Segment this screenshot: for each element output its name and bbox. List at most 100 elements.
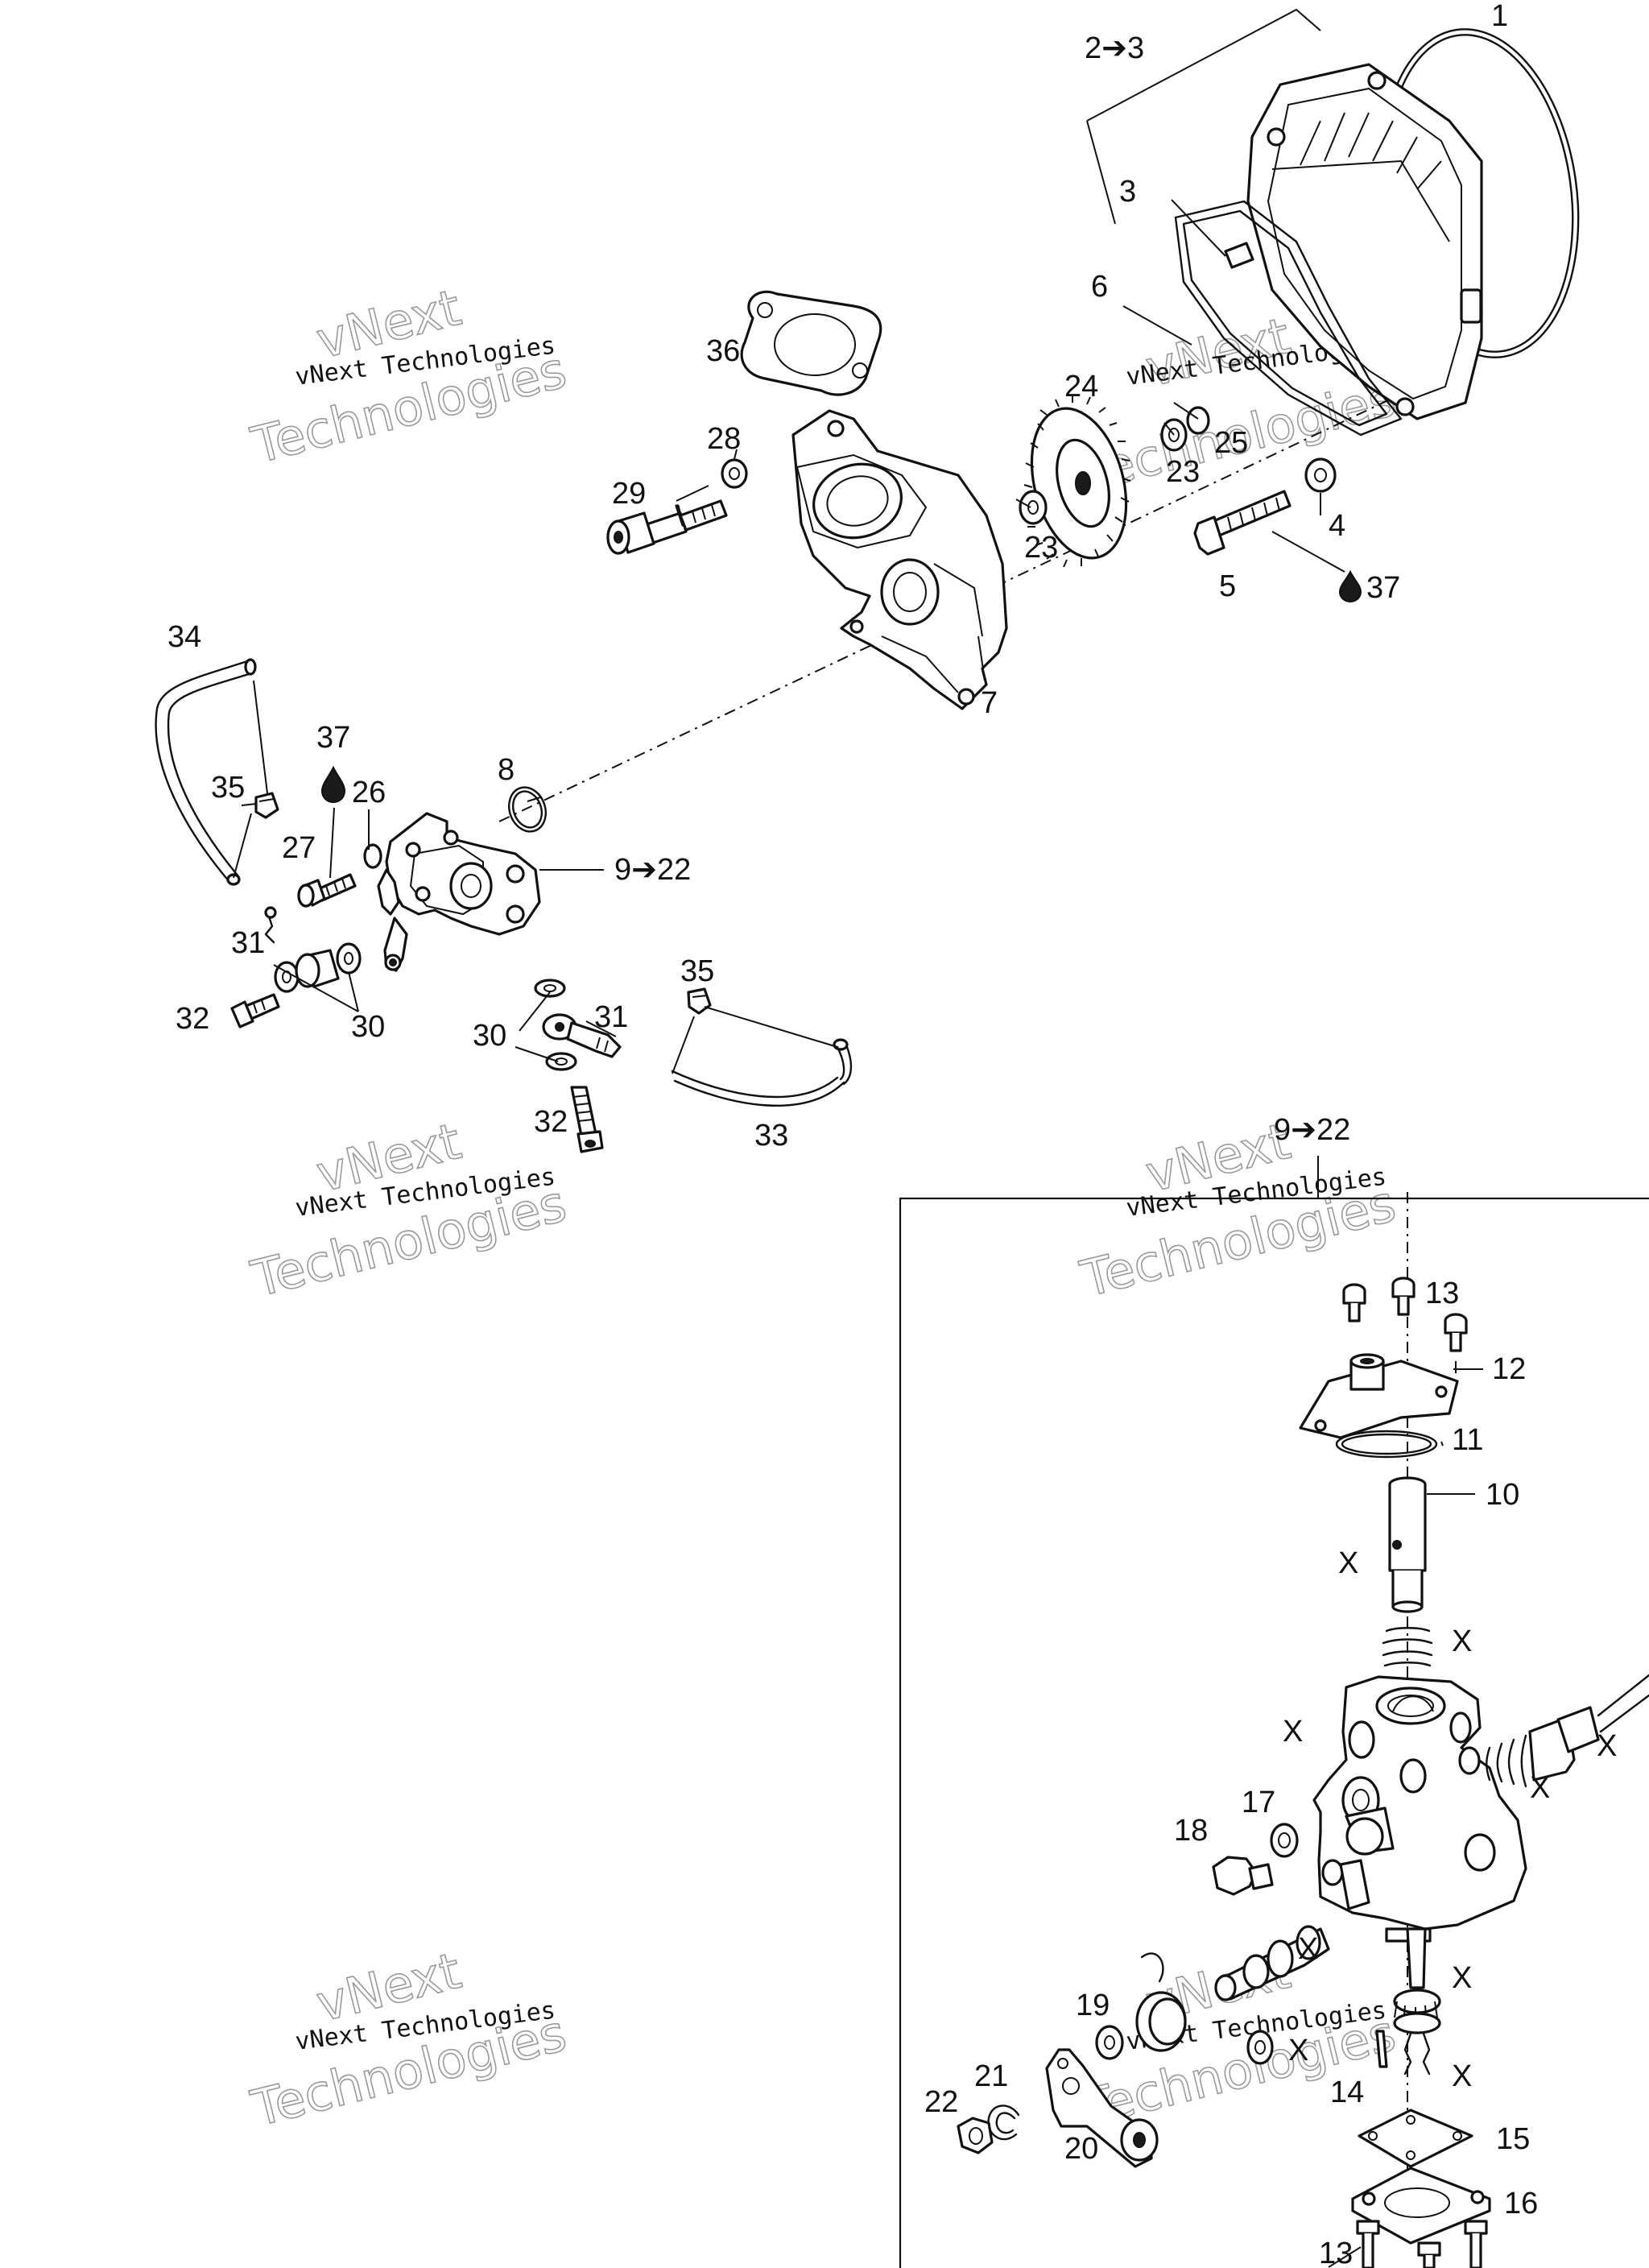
part-20-control-lever — [1045, 2048, 1159, 2168]
part-7-pump-housing — [791, 409, 1008, 710]
part-24-drive-gear — [1023, 395, 1131, 568]
part-26-washer — [363, 843, 382, 869]
svg-text:21: 21 — [974, 2059, 1008, 2093]
check-valve-x-right — [1458, 1674, 1649, 1788]
callout-labels: 1 2➔3 3 6 24 25 23 23 4 5 37 7 36 28 29 … — [167, 0, 1617, 2268]
part-19-thrust-washer — [1095, 2025, 1124, 2060]
part-35-hose-clamp-lower — [687, 987, 712, 1015]
svg-text:6: 6 — [1091, 270, 1108, 304]
leader-lines-main — [233, 8, 1345, 1074]
watermark-mid-right: vNext Technologies vNext Technologies — [1074, 1111, 1402, 1309]
spring-x-top — [1382, 1627, 1433, 1667]
leader-lines-inset — [1328, 1361, 1483, 2268]
part-5-bolt — [1193, 490, 1292, 556]
svg-text:27: 27 — [282, 831, 316, 865]
part-30-sealing-washer-center-b — [545, 1052, 577, 1071]
part-10-plunger — [1388, 1476, 1427, 1613]
svg-text:13: 13 — [1319, 2237, 1353, 2268]
svg-text:1: 1 — [1491, 0, 1508, 33]
svg-text:X: X — [1298, 1932, 1318, 1966]
part-30-sealing-washer-left-b — [336, 942, 362, 975]
svg-text:23: 23 — [1166, 455, 1200, 489]
svg-text:22: 22 — [924, 2085, 958, 2119]
bushing-x-lower — [1246, 2030, 1274, 2065]
part-28-washer — [721, 458, 748, 489]
part-8-o-ring — [508, 786, 547, 833]
svg-text:4: 4 — [1329, 509, 1345, 543]
part-13-screws-top — [1342, 1277, 1468, 1352]
part-30-banjo-body-left — [295, 949, 340, 988]
camshaft-x — [1214, 1925, 1330, 2001]
part-3-dowel-pin — [1224, 242, 1254, 269]
part-25-key — [1186, 406, 1210, 435]
svg-text:36: 36 — [706, 334, 740, 368]
part-9-22-oil-pump-assembly — [377, 812, 541, 972]
svg-text:14: 14 — [1330, 2076, 1364, 2109]
svg-text:31: 31 — [231, 926, 265, 960]
part-14-pin — [1375, 2030, 1388, 2068]
part-6-cover-gasket — [1174, 200, 1403, 437]
part-11-o-ring — [1335, 1430, 1438, 1459]
part-16-base-plate — [1351, 2167, 1491, 2245]
svg-text:31: 31 — [594, 1000, 628, 1034]
svg-text:X: X — [1452, 1961, 1472, 1995]
svg-text:19: 19 — [1076, 1989, 1110, 2022]
svg-text:10: 10 — [1486, 1478, 1519, 1512]
svg-text:9➔22: 9➔22 — [1274, 1113, 1350, 1147]
svg-text:32: 32 — [534, 1105, 568, 1139]
svg-text:8: 8 — [498, 753, 515, 787]
part-30-sealing-washer-center-a — [534, 979, 566, 998]
part-4-washer — [1304, 457, 1337, 493]
part-35-hose-clamp-upper — [254, 792, 279, 819]
svg-text:11: 11 — [1452, 1423, 1483, 1457]
svg-text:2➔3: 2➔3 — [1085, 31, 1144, 65]
part-15-base-gasket — [1358, 2109, 1473, 2168]
part-12-pump-cover-plate — [1299, 1353, 1459, 1439]
svg-text:X: X — [1452, 1624, 1472, 1658]
svg-text:35: 35 — [211, 771, 245, 805]
part-34-oil-hose — [155, 658, 257, 886]
part-2-housing-cover — [1246, 63, 1483, 420]
svg-text:37: 37 — [1366, 571, 1400, 605]
svg-text:5: 5 — [1219, 569, 1236, 603]
svg-text:16: 16 — [1504, 2187, 1538, 2220]
inset-detail-frame — [899, 1197, 1649, 2268]
svg-text:33: 33 — [754, 1119, 788, 1153]
svg-text:20: 20 — [1064, 2132, 1098, 2166]
svg-text:X: X — [1530, 1771, 1550, 1805]
gear-shaft-x — [1393, 1927, 1441, 2076]
svg-text:30: 30 — [473, 1019, 506, 1053]
svg-text:X: X — [1338, 1546, 1358, 1580]
svg-text:23: 23 — [1024, 531, 1058, 565]
svg-text:X: X — [1283, 1715, 1303, 1749]
svg-text:12: 12 — [1492, 1352, 1526, 1386]
svg-text:30: 30 — [351, 1010, 385, 1044]
svg-text:24: 24 — [1064, 370, 1098, 404]
svg-text:25: 25 — [1214, 426, 1248, 460]
svg-text:29: 29 — [612, 477, 646, 511]
part-21-circlip — [987, 2105, 1020, 2141]
part-13-screws-bottom — [1356, 2220, 1488, 2268]
svg-text:37: 37 — [316, 721, 350, 755]
part-22-lock-nut — [957, 2117, 994, 2154]
watermark-mid-left: vNext Technologies vNext Technologies — [245, 1111, 572, 1309]
svg-text:18: 18 — [1174, 1814, 1208, 1848]
svg-text:32: 32 — [176, 1002, 209, 1036]
part-17-sealing-washer — [1270, 1823, 1299, 1858]
drop-icon-37-top — [1338, 569, 1362, 603]
part-27-screw — [297, 873, 357, 908]
watermark-top-left: vNext Technologies vNext Technologies — [245, 277, 572, 475]
svg-text:9➔22: 9➔22 — [614, 853, 691, 887]
svg-text:X: X — [1597, 1729, 1617, 1763]
svg-text:28: 28 — [707, 422, 741, 456]
cam-wheel — [1135, 1952, 1187, 2052]
part-18-drain-plug — [1212, 1856, 1274, 1896]
svg-text:26: 26 — [352, 776, 386, 809]
svg-text:15: 15 — [1496, 2122, 1530, 2156]
svg-text:3: 3 — [1119, 175, 1136, 209]
part-9-pump-body — [1312, 1675, 1527, 1943]
svg-text:7: 7 — [981, 686, 998, 720]
svg-text:13: 13 — [1425, 1277, 1459, 1310]
part-31-banjo-fitting-left — [264, 906, 277, 944]
part-32-banjo-bolt-left — [230, 993, 280, 1028]
